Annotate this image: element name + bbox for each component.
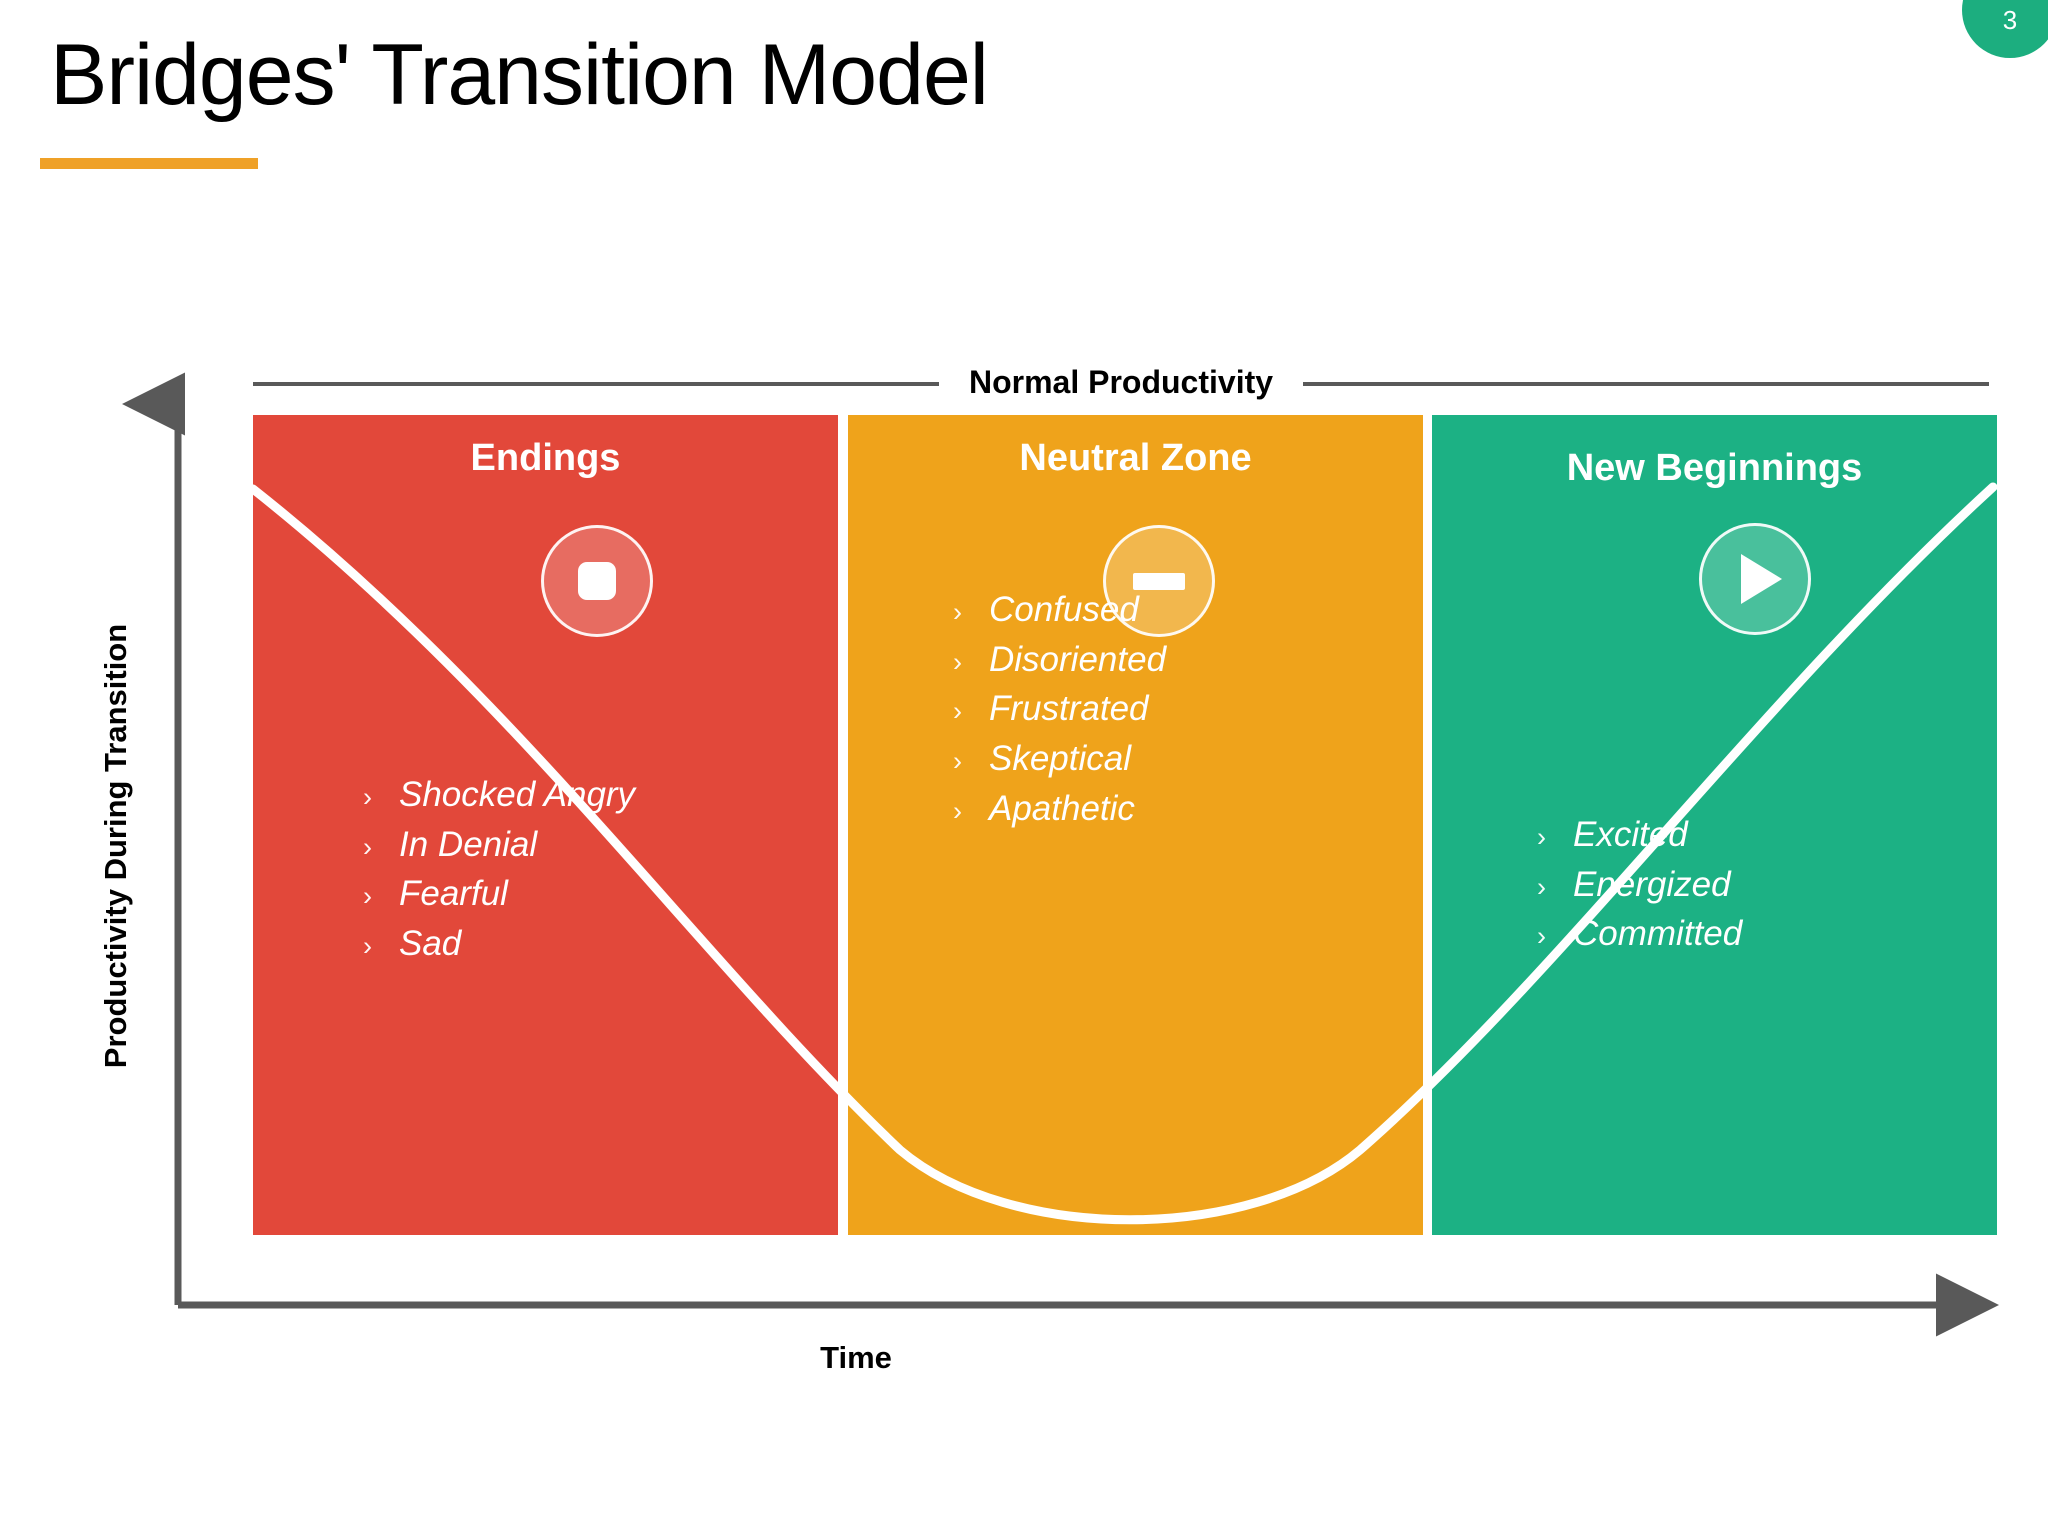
list-item-label: Committed bbox=[1573, 914, 1743, 954]
list-item-label: Fearful bbox=[399, 874, 508, 914]
chevron-right-icon: › bbox=[363, 782, 372, 812]
chevron-right-icon: › bbox=[953, 696, 962, 727]
chevron-right-icon: › bbox=[1537, 871, 1546, 902]
list-item: › Sad bbox=[363, 919, 635, 969]
list-item-label: Shocked Angry bbox=[399, 775, 636, 814]
chevron-right-icon: › bbox=[953, 597, 962, 627]
list-item-label: In Denial bbox=[399, 824, 538, 864]
chevron-right-icon: › bbox=[953, 746, 962, 777]
chevron-right-icon: › bbox=[363, 931, 372, 962]
list-item-label: Excited bbox=[1573, 815, 1688, 854]
list-item: › Skeptical bbox=[953, 734, 1166, 784]
list-item: › In Denial bbox=[363, 820, 635, 870]
list-item: › Disoriented bbox=[953, 635, 1166, 685]
list-item: › Fearful bbox=[363, 869, 635, 919]
chevron-right-icon: › bbox=[953, 646, 962, 677]
phase-bullet-list-new-beginnings: › Excited › Energized › Committed bbox=[1537, 810, 1742, 959]
phase-bullet-list-neutral-zone: › Confused › Disoriented › Frustrated › Skep… bbox=[953, 585, 1166, 833]
chevron-right-icon: › bbox=[363, 831, 372, 862]
list-item: › Apathetic bbox=[953, 784, 1166, 834]
list-item-label: Energized bbox=[1573, 864, 1731, 904]
list-item: › Confused bbox=[953, 585, 1166, 635]
chevron-right-icon: › bbox=[1537, 921, 1546, 952]
phase-title-new-beginnings: New Beginnings bbox=[1566, 447, 1863, 489]
stop-icon bbox=[578, 562, 616, 600]
page-number-text: 3 bbox=[2002, 5, 2018, 35]
phase-panel-endings[interactable]: Endings › Shocked Angry › In Denial › Fearf… bbox=[253, 415, 838, 1235]
list-item: › Shocked Angry bbox=[363, 770, 635, 820]
list-item-label: Confused bbox=[989, 590, 1139, 629]
page-number-badge: 3 bbox=[1962, 0, 2048, 58]
normal-productivity-label: Normal Productivity bbox=[968, 363, 1274, 400]
phase-icon-medallion-endings bbox=[541, 525, 653, 637]
phase-panel-neutral-zone[interactable]: Neutral Zone › Confused › Disoriented › Fru… bbox=[848, 415, 1423, 1235]
list-item: › Energized bbox=[1537, 860, 1742, 910]
chevron-right-icon: › bbox=[363, 881, 372, 912]
phase-panel-new-beginnings[interactable]: New Beginnings › Excited › Energized › Comm… bbox=[1432, 415, 1997, 1235]
play-icon bbox=[1740, 554, 1782, 604]
title-accent-rule bbox=[40, 158, 258, 169]
chevron-right-icon: › bbox=[953, 795, 962, 826]
list-item: › Frustrated bbox=[953, 684, 1166, 734]
list-item-label: Apathetic bbox=[989, 788, 1135, 828]
list-item: › Excited bbox=[1537, 810, 1742, 860]
list-item-label: Sad bbox=[399, 924, 462, 964]
phase-icon-medallion-new-beginnings bbox=[1699, 523, 1811, 635]
y-axis-label: Productivity During Transition bbox=[98, 623, 133, 1069]
phase-title-neutral-zone: Neutral Zone bbox=[1019, 437, 1252, 479]
phase-title-endings: Endings bbox=[470, 437, 621, 479]
list-item-label: Frustrated bbox=[989, 689, 1149, 729]
normal-productivity-line-right bbox=[1303, 382, 1989, 386]
normal-productivity-banner: Normal Productivity bbox=[253, 362, 1989, 406]
phase-bullet-list-endings: › Shocked Angry › In Denial › Fearful › Sad bbox=[363, 770, 635, 969]
list-item-label: Skeptical bbox=[989, 739, 1132, 779]
list-item-label: Disoriented bbox=[989, 639, 1167, 679]
x-axis-label: Time bbox=[820, 1340, 892, 1375]
list-item: › Committed bbox=[1537, 909, 1742, 959]
normal-productivity-line-left bbox=[253, 382, 939, 386]
page-title: Bridges' Transition Model bbox=[50, 27, 989, 123]
chevron-right-icon: › bbox=[1537, 822, 1546, 852]
